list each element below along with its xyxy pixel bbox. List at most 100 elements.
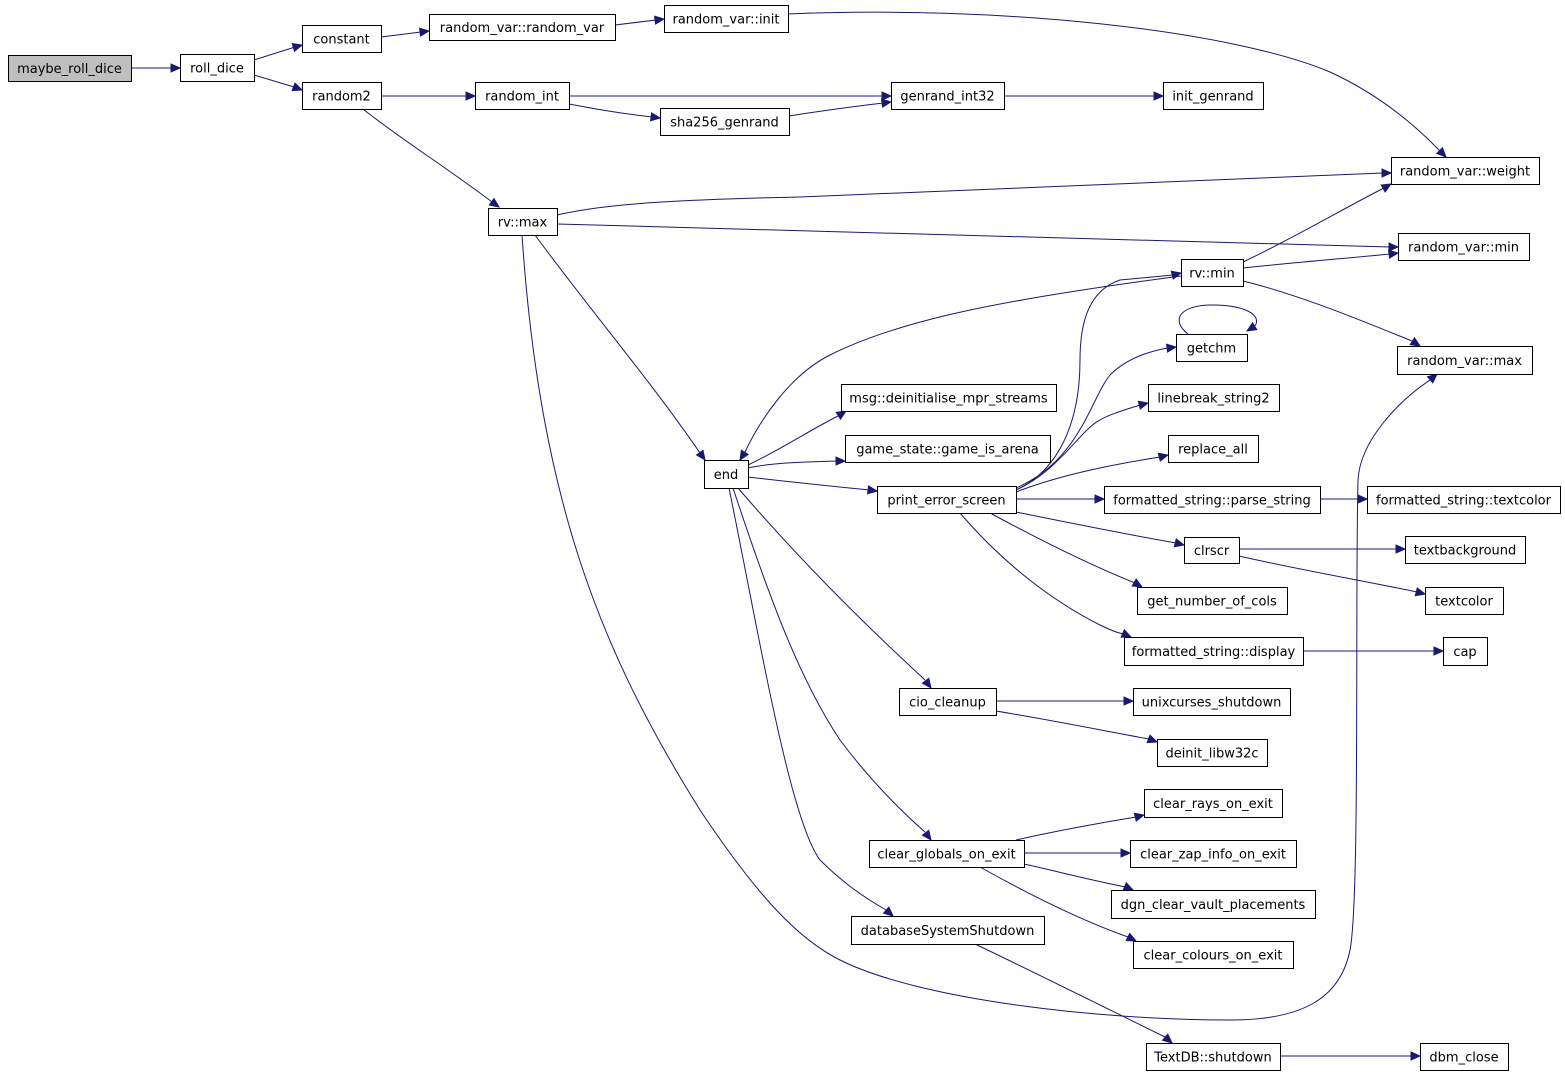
edge-line <box>1015 274 1174 491</box>
arrowhead <box>1125 932 1138 942</box>
arrowhead <box>1245 321 1258 332</box>
edge-end-to-databaseSystemShutdown <box>728 487 894 917</box>
edge-line <box>1238 555 1418 593</box>
edge-maybe_roll_dice-to-roll_dice <box>131 63 182 73</box>
node-linebreak-string2[interactable]: linebreak_string2 <box>1148 384 1280 412</box>
node-rv-min[interactable]: rv::min <box>1181 259 1244 287</box>
node-label: textbackground <box>1414 544 1517 559</box>
node-random2[interactable]: random2 <box>302 82 382 110</box>
node-label: formatted_string::textcolor <box>1376 494 1552 509</box>
node-box <box>1168 435 1259 463</box>
node-box <box>1148 384 1280 412</box>
node-random-var-max[interactable]: random_var::max <box>1397 346 1533 375</box>
node-textdb-shutdown[interactable]: TextDB::shutdown <box>1146 1043 1281 1071</box>
node-box <box>899 688 997 716</box>
arrowhead <box>465 91 477 101</box>
node-clear-globals-on-exit[interactable]: clear_globals_on_exit <box>869 840 1025 868</box>
node-box <box>1104 486 1321 514</box>
arrowhead <box>1122 881 1135 891</box>
node-fs-textcolor[interactable]: formatted_string::textcolor <box>1367 486 1561 514</box>
node-deinit-libw32c[interactable]: deinit_libw32c <box>1157 739 1268 767</box>
edge-end-to-clear_globals_on_exit <box>732 487 932 841</box>
node-cio-cleanup[interactable]: cio_cleanup <box>899 688 997 716</box>
edge-clrscr-to-textcolor <box>1238 555 1427 597</box>
node-label: rv::max <box>498 216 548 231</box>
edge-line <box>253 46 296 61</box>
node-print-error-screen[interactable]: print_error_screen <box>877 486 1017 514</box>
edge-clear_globals_on_exit-to-clear_colours_on_exit <box>979 866 1138 942</box>
edge-line <box>1023 863 1127 888</box>
node-genrand-int32[interactable]: genrand_int32 <box>891 82 1005 110</box>
edge-print_error_screen-to-replace_all <box>1015 452 1170 493</box>
node-random-var-ctor[interactable]: random_var::random_var <box>429 14 616 41</box>
node-random-var-weight[interactable]: random_var::weight <box>1391 157 1540 185</box>
node-init-genrand[interactable]: init_genrand <box>1163 82 1264 110</box>
arrowhead <box>1161 1033 1173 1044</box>
node-clrscr[interactable]: clrscr <box>1184 537 1240 564</box>
node-box <box>488 208 558 236</box>
node-dgn-clear-vault-placements[interactable]: dgn_clear_vault_placements <box>1111 890 1316 919</box>
node-fs-display[interactable]: formatted_string::display <box>1124 637 1304 666</box>
node-get-number-of-cols[interactable]: get_number_of_cols <box>1137 587 1288 615</box>
node-unixcurses-shutdown[interactable]: unixcurses_shutdown <box>1133 688 1291 716</box>
node-sha256-genrand[interactable]: sha256_genrand <box>660 108 790 136</box>
edge-line <box>747 415 839 466</box>
arrowhead <box>835 456 847 466</box>
node-roll-dice[interactable]: roll_dice <box>180 54 255 82</box>
node-clear-colours-on-exit[interactable]: clear_colours_on_exit <box>1133 941 1294 969</box>
node-dbm-close[interactable]: dbm_close <box>1420 1043 1509 1071</box>
node-game-is-arena[interactable]: game_state::game_is_arena <box>845 435 1051 463</box>
node-label: formatted_string::parse_string <box>1113 494 1310 509</box>
node-constant[interactable]: constant <box>302 25 382 53</box>
node-box <box>1367 486 1561 514</box>
node-getchm[interactable]: getchm <box>1176 334 1248 362</box>
edge-clrscr-to-textbackground <box>1239 544 1407 554</box>
node-label: roll_dice <box>190 62 244 77</box>
node-box <box>1157 739 1268 767</box>
node-maybe-roll-dice[interactable]: maybe_roll_dice <box>8 55 132 82</box>
node-databaseSystemShutdown[interactable]: databaseSystemShutdown <box>851 916 1045 945</box>
arrowhead <box>488 197 501 208</box>
node-label: rv::min <box>1189 267 1235 282</box>
node-random-int[interactable]: random_int <box>475 82 570 110</box>
arrowhead <box>170 63 182 73</box>
edge-line <box>556 172 1384 216</box>
node-label: print_error_screen <box>887 494 1005 509</box>
node-replace-all[interactable]: replace_all <box>1168 435 1259 463</box>
edge-line <box>747 460 838 469</box>
node-label: dgn_clear_vault_placements <box>1121 898 1306 913</box>
node-textcolor[interactable]: textcolor <box>1425 587 1504 615</box>
node-random-var-min[interactable]: random_var::min <box>1398 233 1530 261</box>
edge-print_error_screen-to-linebreak_string2 <box>1015 400 1150 491</box>
node-cap[interactable]: cap <box>1443 637 1488 666</box>
node-box <box>1391 157 1540 185</box>
arrowhead <box>1426 373 1438 384</box>
node-box <box>1425 587 1504 615</box>
node-end[interactable]: end <box>704 460 749 489</box>
node-clear-rays-on-exit[interactable]: clear_rays_on_exit <box>1144 789 1283 818</box>
edge-clear_globals_on_exit-to-clear_rays_on_exit <box>1015 812 1146 841</box>
arrowhead <box>1133 812 1146 822</box>
node-rv-max[interactable]: rv::max <box>488 208 558 236</box>
node-label: cio_cleanup <box>909 696 986 711</box>
arrowhead <box>1120 848 1132 858</box>
edge-line <box>1242 253 1391 269</box>
node-msg-deinit[interactable]: msg::deinitialise_mpr_streams <box>841 384 1057 412</box>
node-clear-zap-info-on-exit[interactable]: clear_zap_info_on_exit <box>1130 840 1297 868</box>
arrowhead <box>1153 91 1165 101</box>
arrowhead <box>1131 578 1144 588</box>
node-label: TextDB::shutdown <box>1153 1051 1271 1066</box>
edge-line <box>534 234 701 454</box>
edge-rv_min-to-random_var_min <box>1242 249 1400 269</box>
edge-line <box>989 512 1136 584</box>
edge-print_error_screen-to-parse_string <box>1016 494 1106 504</box>
edge-line <box>1242 280 1413 342</box>
edge-random_int-to-sha256_genrand <box>568 103 662 122</box>
node-label: random_var::max <box>1407 354 1522 369</box>
node-textbackground[interactable]: textbackground <box>1405 536 1526 564</box>
arrowhead <box>1414 587 1427 597</box>
node-label: clear_globals_on_exit <box>877 848 1015 863</box>
node-parse-string[interactable]: formatted_string::parse_string <box>1104 486 1321 514</box>
edge-line <box>744 275 1182 453</box>
node-random-var-init[interactable]: random_var::init <box>664 5 789 33</box>
